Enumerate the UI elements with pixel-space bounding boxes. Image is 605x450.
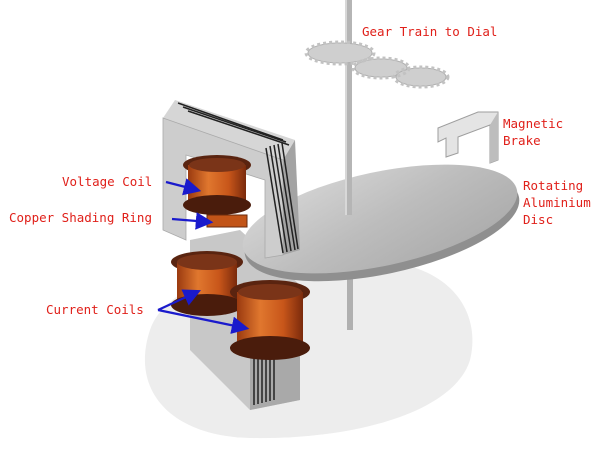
label-rotating-disc-line3: Disc [523, 212, 553, 227]
label-current-coils: Current Coils [46, 302, 144, 317]
label-shading-ring: Copper Shading Ring [9, 210, 152, 225]
arrow-shading-ring [171, 212, 214, 230]
label-rotating-disc-line1: Rotating [523, 178, 583, 193]
voltage-coil-core [162, 100, 300, 259]
spindle-lower [347, 270, 353, 330]
current-coil-1 [171, 251, 243, 316]
arrow-voltage-coil [165, 178, 202, 196]
magnetic-brake [437, 111, 499, 164]
current-coil-2 [230, 280, 310, 360]
label-rotating-disc-line2: Aluminium [523, 195, 591, 210]
copper-shading-ring [206, 214, 248, 228]
gear-train [307, 42, 447, 87]
arrow-current-coil-2 [157, 308, 250, 334]
label-magnetic-brake-line1: Magnetic [503, 116, 563, 131]
label-voltage-coil: Voltage Coil [62, 174, 152, 189]
voltage-coil [183, 155, 251, 215]
arrow-current-coil-1 [157, 289, 201, 311]
aluminium-disc [242, 164, 520, 282]
label-gear-train: Gear Train to Dial [362, 24, 497, 39]
label-magnetic-brake-line2: Brake [503, 133, 541, 148]
annotation-arrows [157, 178, 250, 334]
spindle-upper [345, 0, 352, 215]
